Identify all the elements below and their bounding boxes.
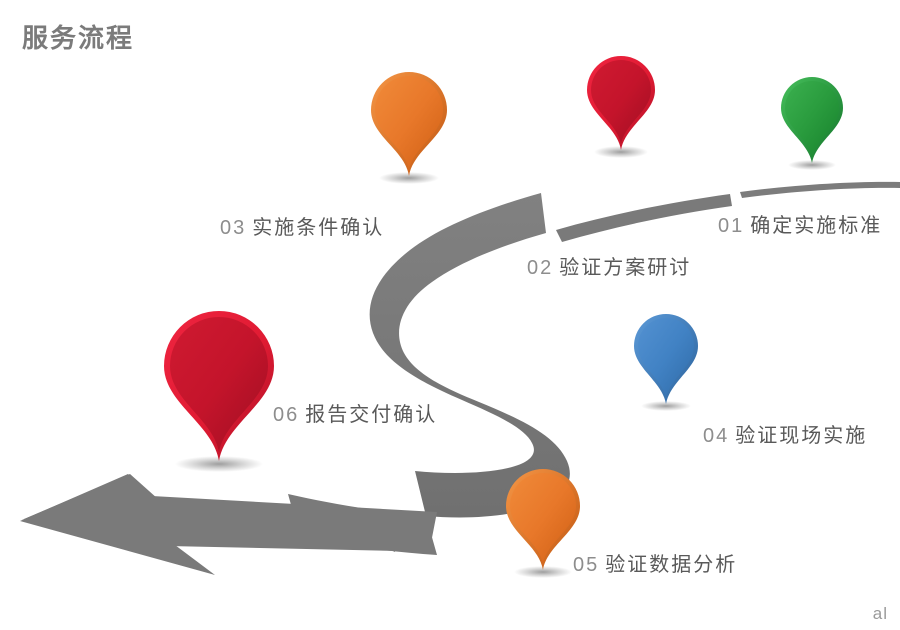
step-number-03: 03	[220, 217, 247, 239]
flow-arrow-left-shape	[20, 474, 437, 575]
pin-shadow-05	[514, 566, 572, 578]
step-number-04: 04	[703, 425, 730, 447]
step-text-02: 验证方案研讨	[559, 257, 692, 279]
road-segment-far	[740, 181, 900, 198]
map-pin-03[interactable]	[371, 72, 447, 176]
step-number-01: 01	[718, 215, 745, 237]
step-number-05: 05	[573, 554, 600, 576]
step-text-05: 验证数据分析	[605, 554, 738, 576]
step-text-01: 确定实施标准	[750, 215, 883, 237]
page-title: 服务流程	[22, 23, 135, 53]
pin-shadow-04	[641, 401, 691, 411]
road-segment-mid	[556, 194, 732, 242]
road-segment-body	[369, 193, 570, 518]
watermark-text: al	[872, 604, 888, 623]
pin-shadow-01	[788, 160, 836, 170]
step-number-02: 02	[527, 257, 554, 279]
map-pin-02[interactable]	[587, 56, 655, 150]
map-pin-05[interactable]	[506, 469, 580, 570]
pin-shadow-02	[594, 146, 648, 158]
pin-shadow-06	[175, 456, 263, 472]
step-text-06: 报告交付确认	[305, 404, 438, 426]
map-pin-04[interactable]	[634, 314, 698, 404]
pin-shadow-03	[379, 172, 439, 184]
step-text-04: 验证现场实施	[735, 425, 868, 447]
step-number-06: 06	[273, 404, 300, 426]
map-pin-06[interactable]	[164, 311, 274, 461]
map-pin-01[interactable]	[781, 77, 843, 163]
step-text-03: 实施条件确认	[252, 217, 385, 239]
